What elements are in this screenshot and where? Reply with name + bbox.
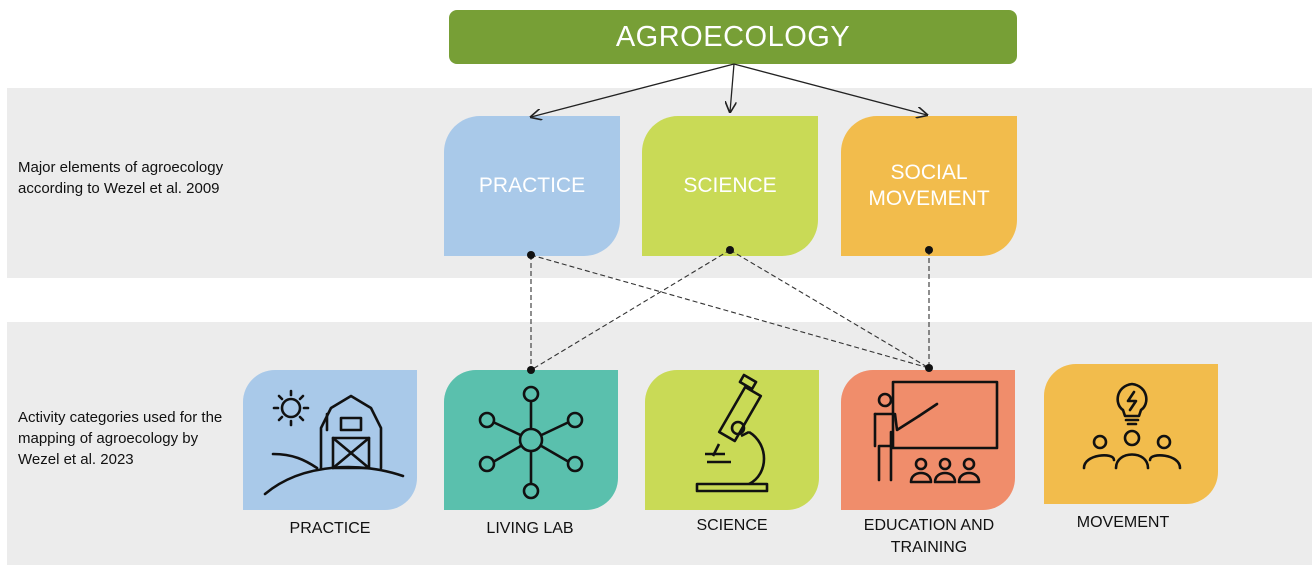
agroecology-title: AGROECOLOGY <box>449 10 1017 64</box>
category-science-label: SCIENCE <box>696 517 768 534</box>
category-education-tile <box>841 370 1015 510</box>
category-practice-tile <box>243 370 417 510</box>
element-social-movement: SOCIAL MOVEMENT <box>841 116 1017 256</box>
barn-with-sun-icon <box>263 389 405 496</box>
category-education-label: EDUCATION AND TRAINING <box>863 517 995 556</box>
people-idea-icon <box>1082 382 1182 470</box>
major-elements-label: Major elements of agroecology according … <box>18 159 224 197</box>
category-living-lab-label: LIVING LAB <box>486 520 574 537</box>
network-icon <box>478 385 584 500</box>
activity-categories-label: Activity categories used for the mapping… <box>18 409 223 468</box>
element-practice: PRACTICE <box>444 116 620 256</box>
element-science: SCIENCE <box>642 116 818 256</box>
category-practice-label: PRACTICE <box>289 520 371 537</box>
category-science-tile <box>645 370 819 510</box>
category-movement-label: MOVEMENT <box>1076 514 1170 531</box>
teacher-icon <box>873 380 999 484</box>
microscope-icon <box>695 373 769 493</box>
category-living-lab-tile <box>444 370 618 510</box>
category-movement-tile <box>1044 364 1218 504</box>
